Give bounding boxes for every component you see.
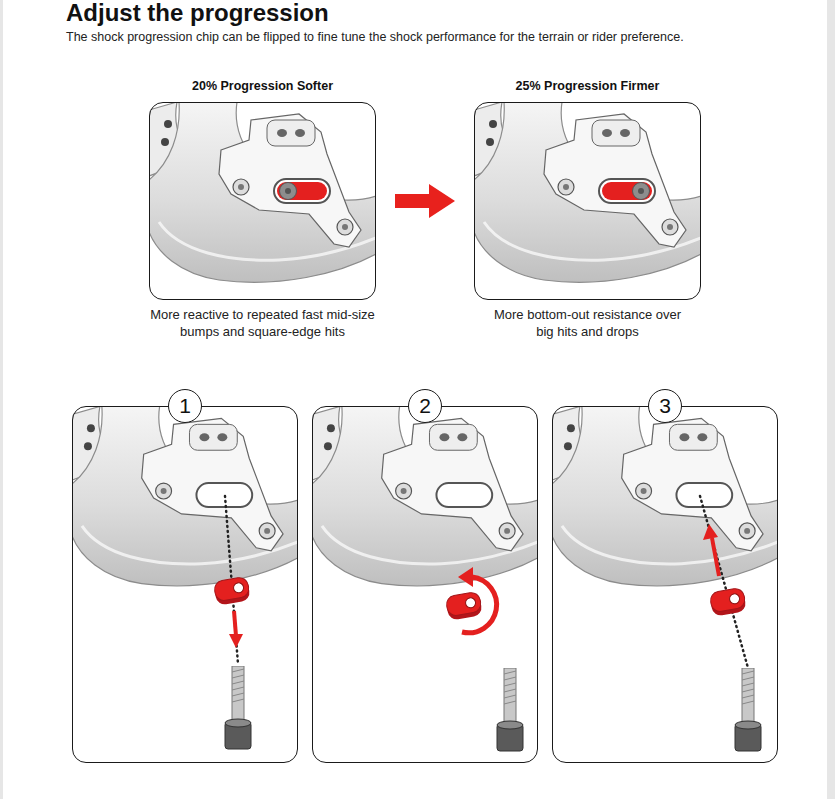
bolt [225, 666, 251, 749]
intro-text: The shock progression chip can be flippe… [66, 29, 806, 45]
frame [149, 102, 376, 282]
page-edge [827, 0, 835, 799]
setting-panel: 20% Progression SofterMore reactive to r… [149, 102, 376, 300]
step-panel: 2 [312, 406, 538, 763]
frame [312, 406, 538, 585]
callout-number: 3 [648, 389, 682, 423]
red-arrow-head [703, 524, 718, 540]
callout-number: 1 [168, 389, 202, 423]
chip-bolt [633, 183, 650, 200]
dotted-path [700, 496, 748, 668]
page-title: Adjust the progression [66, 0, 329, 26]
frame [552, 406, 778, 585]
bolt-socket [285, 188, 291, 194]
firmer-illustration [474, 102, 701, 282]
panel-description: More reactive to repeated fast mid-size … [150, 306, 375, 340]
step-panel: 3 [552, 406, 778, 763]
frame [474, 102, 701, 282]
bolt-socket [638, 188, 644, 194]
softer-illustration [149, 102, 376, 282]
page-edge [0, 0, 3, 799]
setting-panel: 25% Progression FirmerMore bottom-out re… [474, 102, 701, 300]
chip [709, 587, 747, 617]
step-panel: 1 [72, 406, 298, 763]
chip [445, 591, 483, 621]
chip-in-slot [277, 182, 327, 200]
callout-number: 2 [408, 389, 442, 423]
red-arrow [234, 611, 236, 636]
panel-description: More bottom-out resistance over big hits… [485, 306, 690, 340]
frame [72, 406, 298, 585]
bolt [497, 668, 523, 751]
chip [213, 576, 251, 606]
rotate-arrow-head [458, 567, 473, 587]
step1-illustration [72, 406, 298, 749]
bolt [735, 668, 761, 751]
red-arrow [712, 538, 719, 576]
chip-in-slot [602, 182, 652, 200]
rotate-arrow [462, 577, 497, 633]
flow-arrow [395, 194, 430, 208]
red-arrow-head [229, 634, 243, 648]
panel-heading: 20% Progression Softer [150, 78, 375, 94]
panel-heading: 25% Progression Firmer [475, 78, 700, 94]
step3-illustration [552, 406, 778, 751]
step2-illustration [312, 406, 538, 751]
chip-bolt [280, 183, 297, 200]
